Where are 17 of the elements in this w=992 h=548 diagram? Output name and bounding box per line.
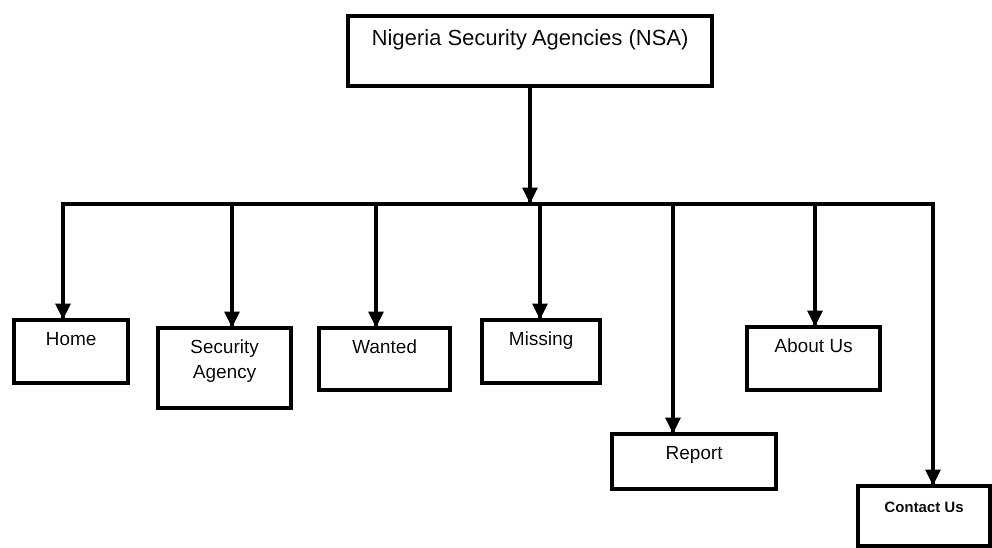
box-label: Report [665, 442, 723, 466]
box-label: Contact Us [884, 498, 964, 518]
box-label: Missing [508, 328, 574, 352]
trunk-arrow [522, 88, 538, 204]
page-box [12, 318, 130, 385]
page-box [156, 326, 293, 410]
page-box [745, 325, 882, 392]
page-box [856, 484, 992, 548]
box-label: About Us [774, 335, 853, 359]
page-box [480, 318, 602, 385]
box-label: Security Agency [189, 336, 260, 385]
page-box [610, 432, 778, 491]
root-box [346, 14, 714, 88]
box-label: Nigeria Security Agencies (NSA) [372, 24, 688, 52]
page-box [317, 326, 452, 392]
box-label: Wanted [352, 336, 417, 360]
box-label: Home [46, 328, 96, 352]
